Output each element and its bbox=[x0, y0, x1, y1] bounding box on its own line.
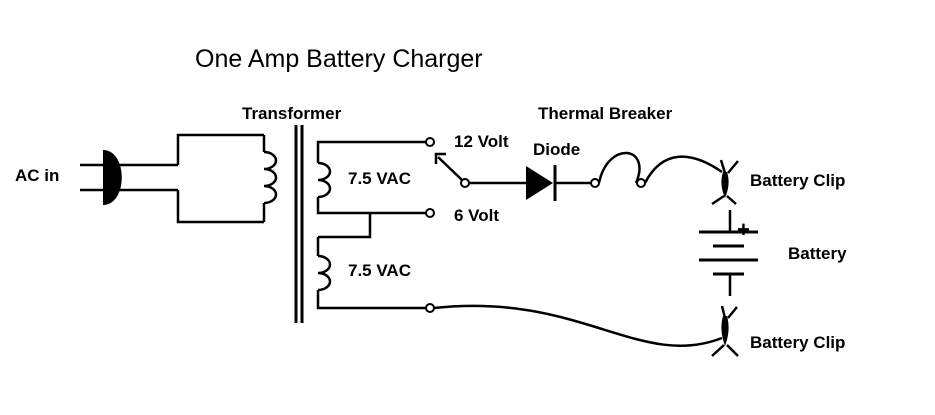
tap-6-volt-label: 6 Volt bbox=[454, 206, 499, 225]
battery-clip-top-icon bbox=[711, 159, 739, 206]
secondary-coil-bottom-icon bbox=[316, 237, 426, 310]
breaker-input-terminal bbox=[590, 178, 600, 188]
battery-plus-sign: + bbox=[737, 217, 750, 242]
battery-clip-top-label: Battery Clip bbox=[750, 171, 845, 190]
battery-clip-bottom-icon bbox=[711, 305, 739, 357]
selector-switch-icon bbox=[434, 152, 526, 188]
diode-icon bbox=[526, 165, 591, 201]
return-wire bbox=[433, 304, 723, 347]
battery-label: Battery bbox=[788, 244, 847, 263]
tap-6-volt-terminal bbox=[425, 208, 435, 218]
common-terminal bbox=[425, 303, 435, 313]
transformer-label: Transformer bbox=[242, 104, 342, 123]
tap-12-volt-terminal bbox=[425, 137, 435, 147]
tap-12-volt-label: 12 Volt bbox=[454, 132, 509, 151]
secondary-coil-top-icon bbox=[316, 140, 426, 215]
battery-icon bbox=[699, 210, 758, 296]
secondary-bottom-voltage-label: 7.5 VAC bbox=[348, 261, 411, 280]
primary-wiring bbox=[118, 133, 264, 224]
thermal-breaker-label: Thermal Breaker bbox=[538, 104, 673, 123]
diode-label: Diode bbox=[533, 140, 580, 159]
diagram-title: One Amp Battery Charger bbox=[195, 45, 483, 73]
battery-clip-bottom-label: Battery Clip bbox=[750, 333, 845, 352]
center-tap-link bbox=[318, 213, 372, 239]
secondary-top-voltage-label: 7.5 VAC bbox=[348, 169, 411, 188]
ac-in-label: AC in bbox=[15, 166, 59, 185]
primary-coil-icon bbox=[262, 135, 278, 222]
ac-plug-icon bbox=[80, 150, 122, 205]
transformer-core bbox=[294, 125, 304, 323]
thermal-breaker-icon bbox=[597, 151, 723, 188]
